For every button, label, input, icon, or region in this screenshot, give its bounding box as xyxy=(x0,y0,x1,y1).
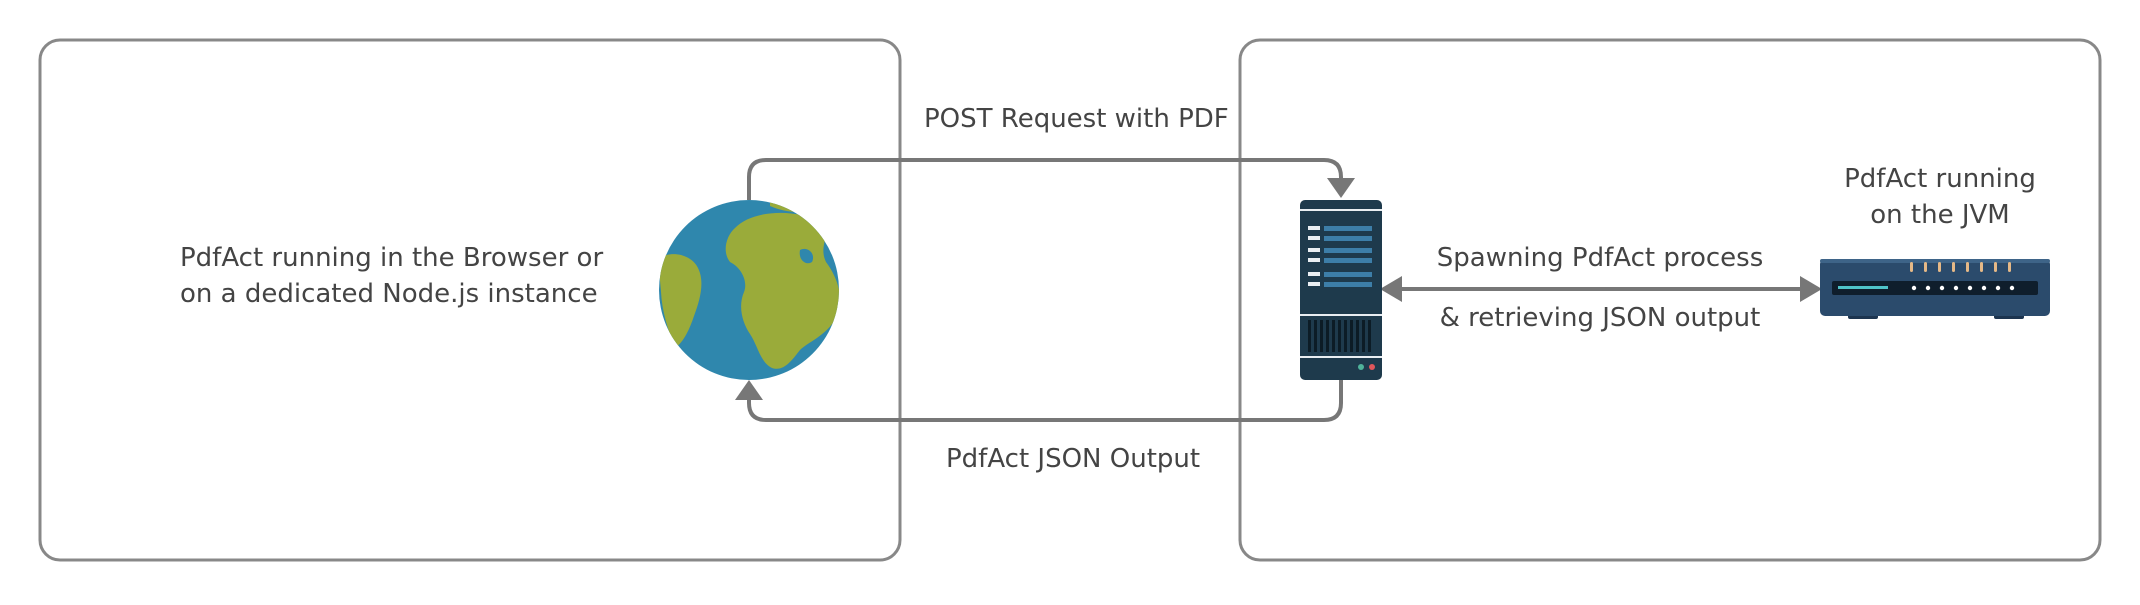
jvm-label-line1: PdfAct running xyxy=(1844,164,2036,194)
client-description-line2: on a dedicated Node.js instance xyxy=(180,279,598,309)
jvm-label-line2: on the JVM xyxy=(1870,200,2010,230)
client-box xyxy=(38,38,902,562)
spawn-arrowhead-left xyxy=(1380,276,1402,302)
spawn-label-line2: & retrieving JSON output xyxy=(1439,303,1761,333)
spawn-label-line1: Spawning PdfAct process xyxy=(1436,243,1764,273)
client-description-line1: PdfAct running in the Browser or xyxy=(180,243,604,273)
response-arrow xyxy=(735,380,1343,422)
network-switch-icon xyxy=(1820,259,2050,319)
request-arrowhead xyxy=(1327,178,1355,198)
response-label: PdfAct JSON Output xyxy=(946,444,1201,474)
server-tower-icon xyxy=(1300,200,1382,380)
server-box xyxy=(1238,38,2102,562)
request-label: POST Request with PDF xyxy=(924,104,1229,134)
response-arrowhead xyxy=(735,380,763,400)
spawn-arrowhead-right xyxy=(1800,276,1822,302)
request-arrow xyxy=(747,158,1355,200)
globe-icon xyxy=(659,200,839,380)
spawn-arrow xyxy=(1380,276,1822,302)
